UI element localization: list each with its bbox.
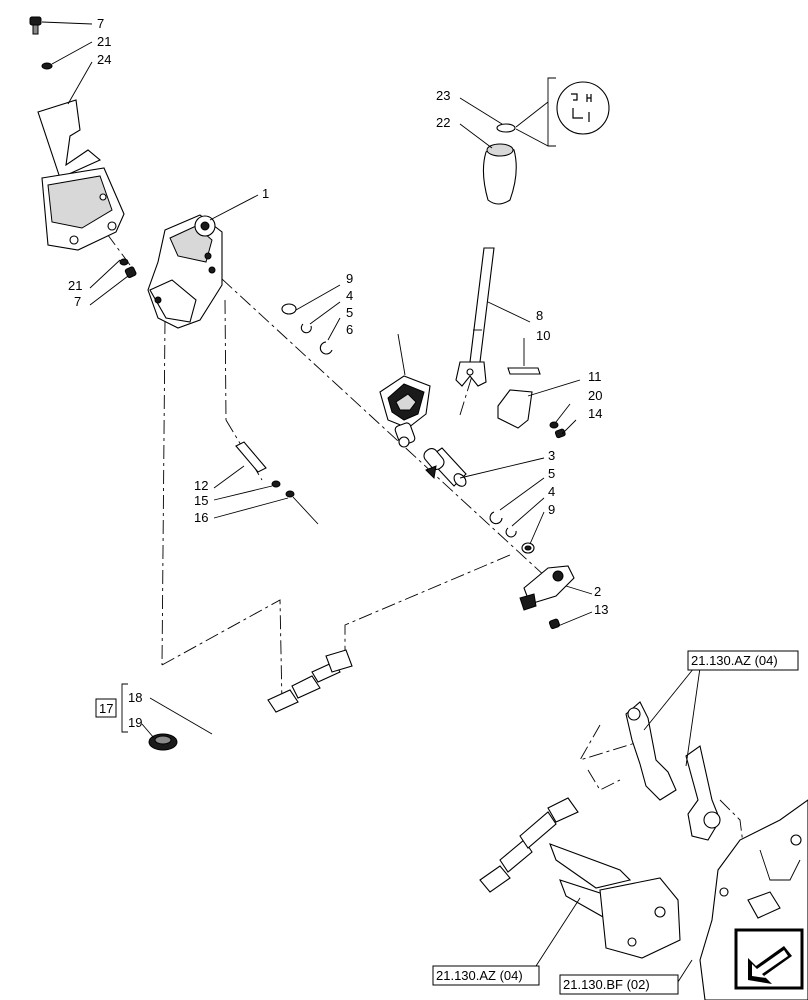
callout-13: 13: [594, 602, 608, 617]
callout-21-top: 21: [97, 34, 111, 49]
mounting-bracket: [37, 99, 125, 251]
reference-az-bottom[interactable]: 21.130.AZ (04): [432, 965, 540, 986]
reference-bf-label: 21.130.BF (02): [563, 977, 650, 992]
washer-15: [271, 480, 281, 488]
leader-lines: [41, 21, 701, 986]
callout-12: 12: [194, 478, 208, 493]
callout-3: 3: [548, 448, 555, 463]
washer-20: [549, 421, 559, 429]
pedal-bracket: [549, 843, 681, 959]
callouts: 7 21 24 1 21 7 9 4 5 6 23 22 8 10 11 20 …: [68, 16, 608, 730]
shift-housing: [147, 214, 223, 329]
callout-7-top: 7: [97, 16, 104, 31]
callout-19: 19: [128, 715, 142, 730]
reference-bf[interactable]: 21.130.BF (02): [559, 974, 679, 995]
shift-gate-plate: [379, 375, 431, 448]
callout-8: 8: [536, 308, 543, 323]
callout-9-bottom: 9: [548, 502, 555, 517]
selector-shaft-3: [423, 447, 467, 487]
callout-1: 1: [262, 186, 269, 201]
bolt-13: [548, 618, 561, 630]
group-box-17: 17: [95, 698, 117, 718]
ring-5-top: [319, 341, 333, 355]
callout-16: 16: [194, 510, 208, 525]
callout-22: 22: [436, 115, 450, 130]
callout-10: 10: [536, 328, 550, 343]
callout-7-lower: 7: [74, 294, 81, 309]
knob-cap-23: [496, 123, 516, 133]
callout-18: 18: [128, 690, 142, 705]
callout-4-bottom: 4: [548, 484, 555, 499]
bolt-14: [554, 428, 566, 439]
washer-21-top: [41, 62, 53, 70]
callout-17: 17: [99, 701, 113, 716]
bolt-16: [285, 490, 319, 525]
clip-4-bottom: [505, 527, 517, 538]
callout-9-top: 9: [346, 271, 353, 286]
bolt-7-lower: [119, 258, 137, 279]
ring-5-bottom: [489, 511, 503, 525]
callout-11: 11: [588, 369, 602, 384]
callout-2: 2: [594, 584, 601, 599]
callout-23: 23: [436, 88, 450, 103]
pin-10: [507, 367, 541, 375]
reference-az-top-label: 21.130.AZ (04): [691, 653, 778, 668]
shift-pattern-detail: [515, 77, 610, 147]
callout-24: 24: [97, 52, 111, 67]
pin-12: [235, 441, 267, 473]
reference-az-top[interactable]: 21.130.AZ (04): [687, 650, 799, 671]
shift-knob: [482, 143, 517, 205]
gear-shift-pattern-icon: [571, 93, 592, 122]
reference-az-bottom-label: 21.130.AZ (04): [436, 968, 523, 983]
callout-6: 6: [346, 322, 353, 337]
bushing-9-top: [281, 303, 297, 315]
callout-14: 14: [588, 406, 602, 421]
callout-5-bottom: 5: [548, 466, 555, 481]
shift-lever-rod: [455, 247, 495, 387]
lever-arm-2: [519, 565, 575, 611]
cover-plate-11: [497, 389, 533, 429]
clip-4-top: [300, 323, 312, 334]
next-page-arrow-icon[interactable]: [734, 928, 804, 990]
callout-5-top: 5: [346, 305, 353, 320]
seal-19: [148, 733, 178, 751]
callout-4-top: 4: [346, 288, 353, 303]
callout-21-lower: 21: [68, 278, 82, 293]
callout-15: 15: [194, 493, 208, 508]
linkage-bracket: [625, 701, 721, 841]
bolt-7-top: [29, 16, 42, 35]
callout-20: 20: [588, 388, 602, 403]
shift-cable: [143, 649, 579, 943]
bushing-9-bottom: [521, 542, 535, 554]
